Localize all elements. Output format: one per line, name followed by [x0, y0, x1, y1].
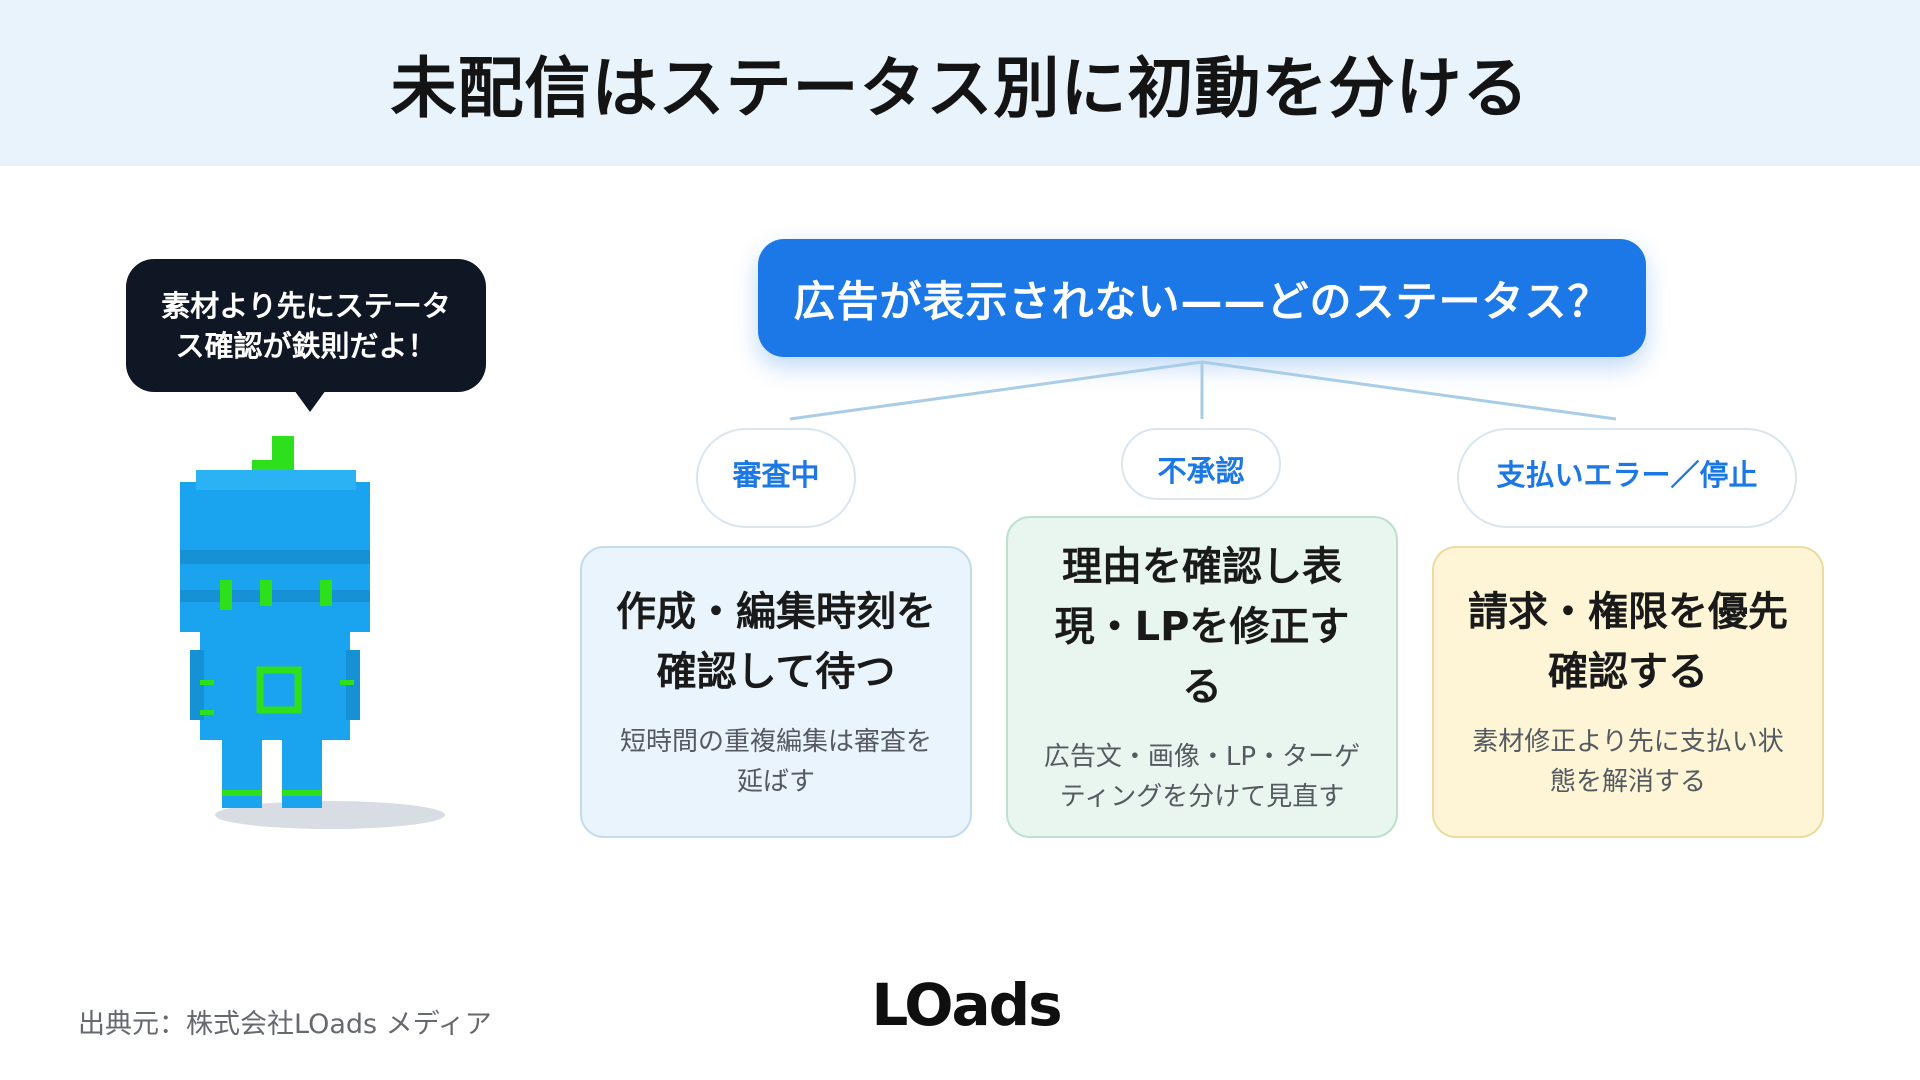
page-title: 未配信はステータス別に初動を分ける [390, 50, 1530, 127]
question-text: 広告が表示されない——どのステータス？ [793, 276, 1611, 326]
action-card-disapproved: 理由を確認し表現・LPを修正する 広告文・画像・LP・ターゲティングを分けて見直… [1006, 516, 1398, 838]
pixel-robot-mascot-icon [180, 436, 445, 829]
loads-logo-text: LOads [871, 971, 1062, 1039]
speech-bubble-text: 素材より先にステータ ス確認が鉄則だよ！ [161, 286, 450, 366]
speech-bubble: 素材より先にステータ ス確認が鉄則だよ！ [126, 259, 486, 412]
action-card-desc: 素材修正より先に支払い状態を解消する [1472, 727, 1784, 797]
status-pill-disapproved: 不承認 [1121, 428, 1281, 500]
status-pill-reviewing: 審査中 [696, 428, 856, 528]
action-card-title: 作成・編集時刻を確認して待つ [616, 589, 936, 695]
question-box: 広告が表示されない——どのステータス？ [758, 239, 1646, 357]
status-label-disapproved: 不承認 [1157, 454, 1245, 488]
speech-bubble-line-1: 素材より先にステータ [161, 288, 451, 323]
status-pill-payment-error: 支払いエラー／停止 [1457, 428, 1797, 528]
speech-bubble-line-2: ス確認が鉄則だよ！ [175, 328, 437, 363]
action-card-reviewing: 作成・編集時刻を確認して待つ 短時間の重複編集は審査を延ばす [580, 546, 972, 838]
loads-logo: LOads [866, 971, 1066, 1039]
action-card-title: 理由を確認し表現・LPを修正する [1054, 544, 1350, 710]
footer-source: 出典元：株式会社LOads メディア [78, 1009, 492, 1040]
action-card-desc: 広告文・画像・LP・ターゲティングを分けて見直す [1043, 742, 1361, 812]
action-card-title: 請求・権限を優先確認する [1468, 589, 1788, 695]
status-label-reviewing: 審査中 [732, 458, 820, 492]
header-banner: 未配信はステータス別に初動を分ける [0, 0, 1920, 166]
status-label-payment-error: 支払いエラー／停止 [1496, 458, 1758, 492]
action-card-desc: 短時間の重複編集は審査を延ばす [619, 727, 932, 797]
action-card-payment-error: 請求・権限を優先確認する 素材修正より先に支払い状態を解消する [1432, 546, 1824, 838]
